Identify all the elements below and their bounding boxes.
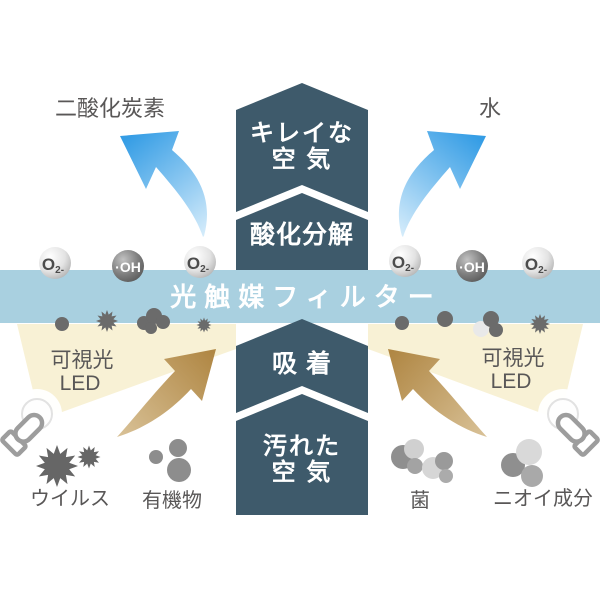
led-body	[555, 412, 587, 444]
adsorbed-particles	[55, 308, 550, 337]
clean-air-segment	[236, 83, 368, 212]
exhaust-arrow-right	[398, 131, 486, 237]
airflow-arrow-right	[388, 349, 487, 437]
light-beam-left	[17, 324, 236, 420]
clean-air-line1: キレイな	[250, 120, 354, 147]
oxidation-label: 酸化分解	[250, 220, 354, 249]
svg-text:O2-: O2-	[525, 255, 547, 276]
superoxide-sphere-4: O2-	[522, 247, 554, 279]
virus-label: ウイルス	[30, 488, 110, 510]
odor-label: ニオイ成分	[493, 487, 593, 510]
airflow-arrow-left	[117, 349, 216, 437]
svg-text:·OH: ·OH	[115, 259, 141, 275]
organic-matter-label: 有機物	[142, 489, 202, 512]
led-light-icon-left	[0, 389, 62, 457]
particle-cluster-icon	[137, 308, 170, 334]
visible-light-label-left: 可視光	[51, 349, 114, 372]
visible-light-label-right: 可視光	[482, 347, 545, 370]
superoxide-sphere-2: O2-	[184, 246, 216, 278]
led-body	[13, 412, 45, 444]
particle-virus-icon	[530, 314, 550, 334]
superoxide-sphere-1: O2-	[39, 247, 71, 279]
bacteria-label: 菌	[410, 489, 430, 512]
clean-air-line2: 空 気	[272, 145, 333, 173]
exhaust-arrow-left	[120, 131, 208, 237]
co2-label: 二酸化炭素	[55, 96, 165, 121]
dirty-air-segment	[236, 394, 368, 515]
led-label-left: LED	[60, 372, 101, 395]
dirty-air-line2: 空 気	[272, 458, 333, 486]
hydroxyl-sphere-1: ·OH	[112, 250, 144, 282]
particle-virus-icon	[96, 310, 118, 332]
particle-dot-icon	[437, 311, 453, 327]
svg-text:O2-: O2-	[187, 254, 209, 275]
adsorption-segment	[236, 319, 368, 413]
led-label-right: LED	[491, 370, 532, 393]
virus-icon	[36, 445, 101, 487]
svg-text:O2-: O2-	[392, 253, 414, 274]
led-light-icon-right	[538, 389, 600, 457]
oxidation-segment	[236, 193, 368, 271]
light-beam-right	[368, 324, 583, 420]
superoxide-sphere-3: O2-	[389, 245, 421, 277]
particle-dot-icon	[55, 317, 69, 331]
particle-dot-icon	[395, 316, 409, 330]
photocatalyst-band	[0, 270, 600, 323]
particle-virus-icon	[196, 317, 212, 333]
adsorption-label: 吸 着	[272, 349, 332, 378]
organic-matter-icon	[149, 439, 191, 482]
bacteria-icon	[391, 439, 453, 483]
hydroxyl-sphere-2: ·OH	[456, 250, 488, 282]
dirty-air-line1: 汚れた	[263, 433, 341, 460]
svg-text:·OH: ·OH	[459, 259, 485, 275]
band-title: 光触媒フィルター	[169, 282, 441, 312]
svg-text:O2-: O2-	[42, 255, 64, 276]
particle-cluster-icon	[473, 311, 503, 337]
odor-icon	[501, 439, 543, 487]
water-label: 水	[479, 96, 501, 121]
